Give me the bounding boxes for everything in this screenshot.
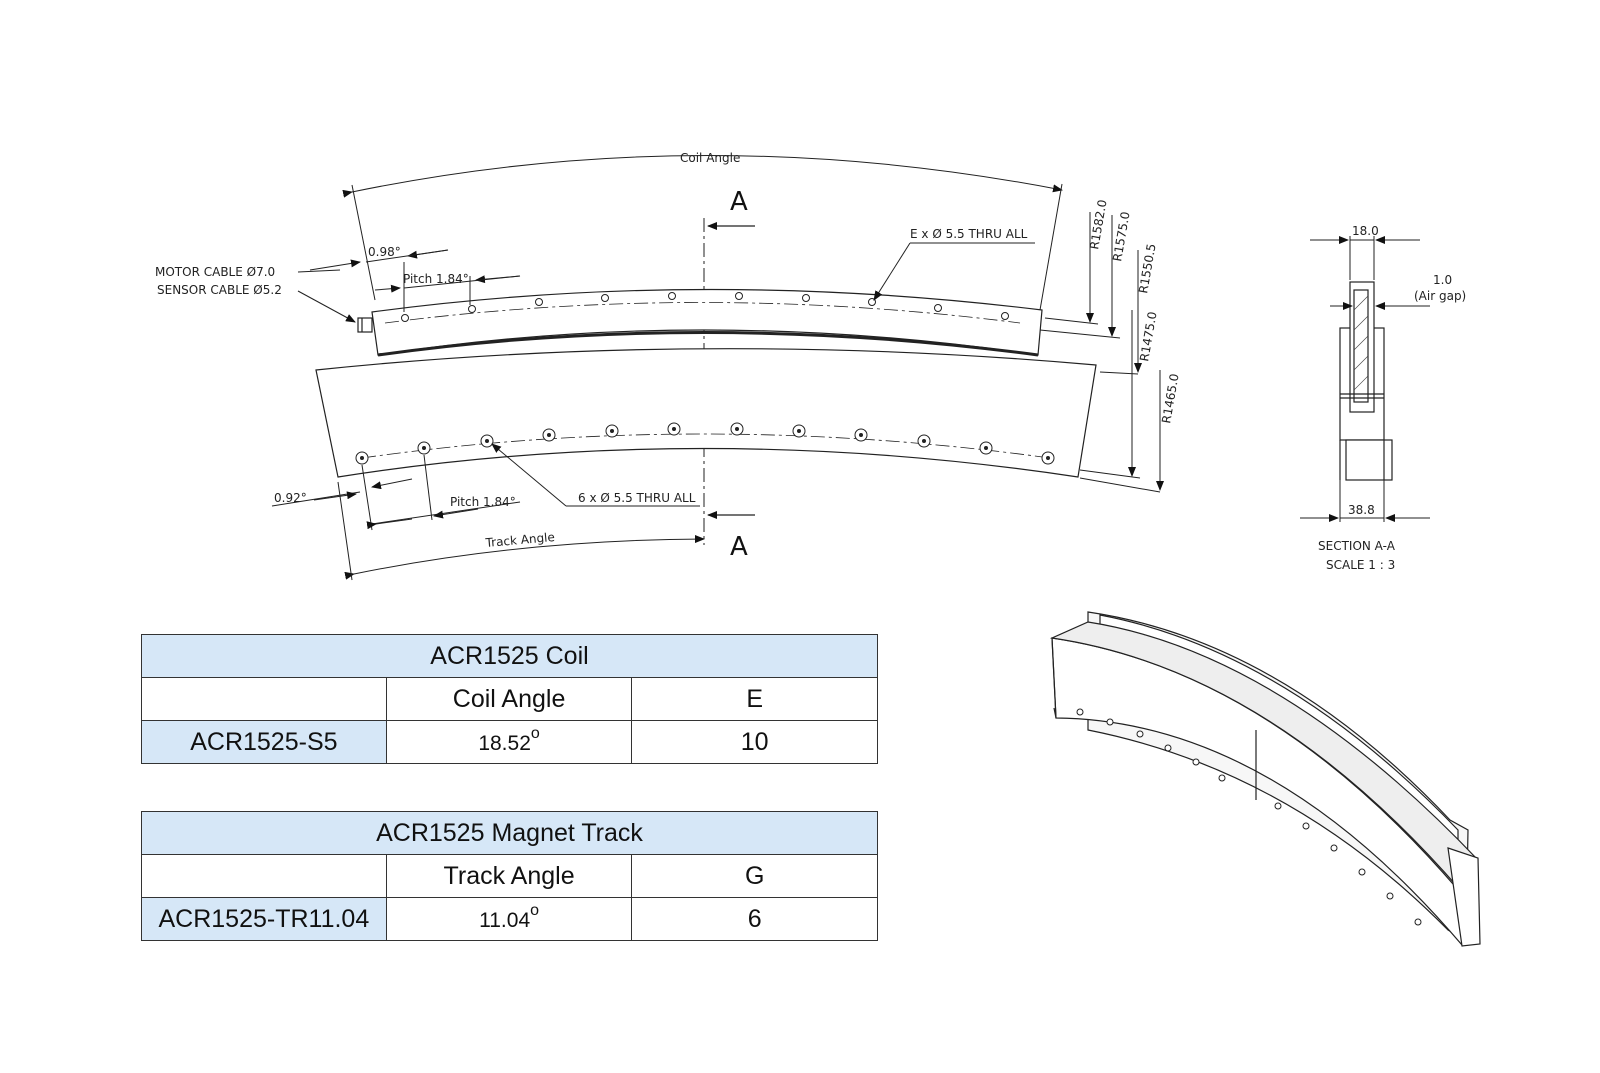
track-angle-value: 11.04 <box>479 908 531 932</box>
track-model: ACR1525-TR11.04 <box>141 897 387 941</box>
track-pitch-label: Pitch 1.84° <box>450 495 516 509</box>
coil-angle-dimension <box>342 155 1063 311</box>
track-angle-cell: 11.04o <box>385 897 633 941</box>
coil-body <box>357 288 1043 357</box>
radius-1465: R1465.0 <box>1159 373 1182 425</box>
isometric-holes <box>1076 708 1422 926</box>
cable-leaders <box>297 269 356 323</box>
section-width-bottom: 38.8 <box>1348 503 1375 517</box>
sensor-cable-label: SENSOR CABLE Ø5.2 <box>157 283 282 297</box>
track-pitch-dimensions <box>271 454 521 531</box>
coil-table: ACR1525 Coil Coil Angle E ACR1525-S5 18.… <box>141 634 878 764</box>
section-scale: SCALE 1 : 3 <box>1326 558 1395 572</box>
section-title: SECTION A-A <box>1318 539 1396 553</box>
isometric-view <box>1049 611 1481 947</box>
coil-table-col-e: E <box>631 677 878 721</box>
section-letter-top: A <box>730 187 748 217</box>
coil-angle-value: 18.52 <box>478 731 531 755</box>
track-table-blank <box>141 854 387 898</box>
section-letter-bottom: A <box>730 532 748 562</box>
coil-angle-degree: o <box>530 724 540 742</box>
coil-pitch-dimensions <box>309 249 521 312</box>
radius-1475: R1475.0 <box>1137 311 1160 363</box>
track-body <box>315 348 1097 478</box>
coil-angle-cell: 18.52o <box>385 720 633 764</box>
track-holes-callout: 6 x Ø 5.5 THRU ALL <box>578 491 696 505</box>
section-width-top: 18.0 <box>1352 224 1379 238</box>
radius-1582: R1582.0 <box>1087 199 1110 251</box>
track-g-value: 6 <box>631 897 878 941</box>
section-hatch <box>1353 295 1369 391</box>
coil-table-blank <box>141 677 387 721</box>
coil-model: ACR1525-S5 <box>141 720 387 764</box>
coil-table-title: ACR1525 Coil <box>141 634 878 678</box>
track-table-col-g: G <box>631 854 878 898</box>
radius-1550: R1550.5 <box>1136 243 1159 295</box>
radius-1575: R1575.0 <box>1110 211 1133 263</box>
motor-cable-label: MOTOR CABLE Ø7.0 <box>155 265 275 279</box>
track-angle-dimension <box>337 481 705 581</box>
track-angle-degree: o <box>530 901 540 919</box>
coil-pitch-label: Pitch 1.84° <box>403 272 469 286</box>
track-table-title: ACR1525 Magnet Track <box>141 811 878 855</box>
track-hole-centers <box>360 427 1050 460</box>
track-offset-angle: 0.92° <box>274 491 307 505</box>
coil-holes-leader <box>873 242 1035 301</box>
track-angle-label: Track Angle <box>484 530 555 550</box>
coil-holes-callout: E x Ø 5.5 THRU ALL <box>910 227 1028 241</box>
coil-table-col-angle: Coil Angle <box>385 677 633 721</box>
section-view <box>1339 281 1393 481</box>
coil-e-value: 10 <box>631 720 878 764</box>
radius-dimensions <box>1039 212 1164 493</box>
section-dimensions <box>1300 236 1430 522</box>
coil-holes <box>401 292 1009 322</box>
track-holes-leader <box>491 443 700 507</box>
coil-offset-angle: 0.98° <box>368 245 401 259</box>
air-gap-value: 1.0 <box>1433 273 1452 287</box>
air-gap-label: (Air gap) <box>1414 289 1466 303</box>
coil-angle-label: Coil Angle <box>680 151 740 165</box>
track-table-col-angle: Track Angle <box>385 854 633 898</box>
track-table: ACR1525 Magnet Track Track Angle G ACR15… <box>141 811 878 941</box>
